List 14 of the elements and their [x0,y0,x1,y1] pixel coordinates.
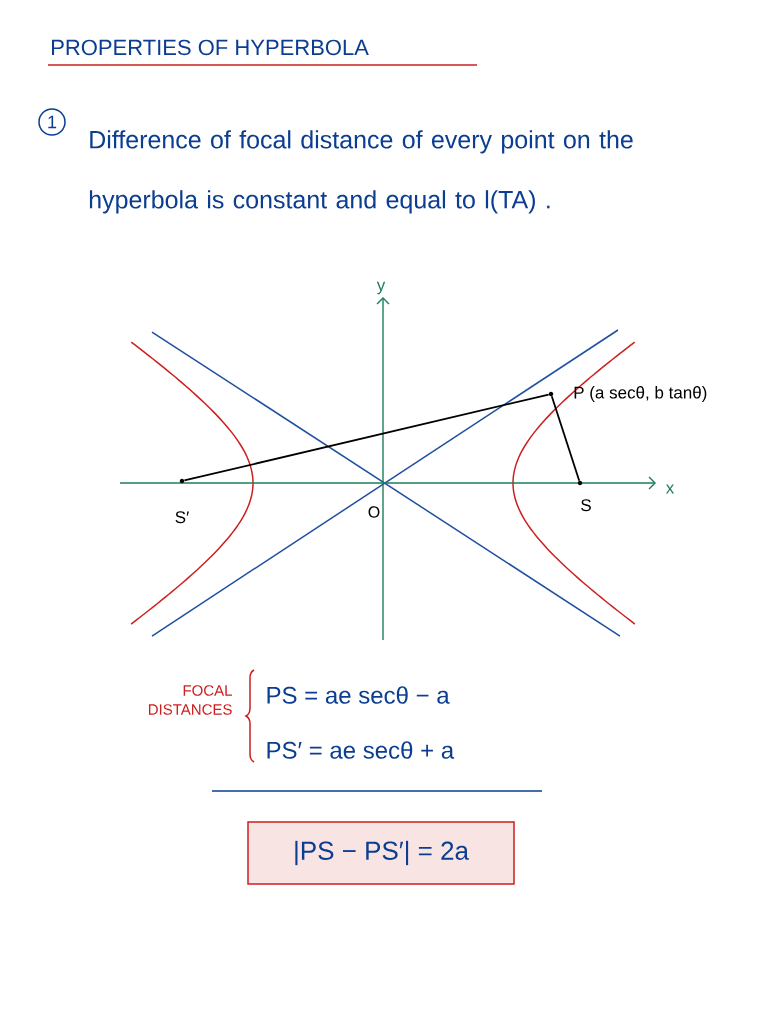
axis-label: y [376,281,386,295]
formula: PS = ae secθ − a [267,686,450,704]
title: PROPERTIES OF HYPERBOLA [52,39,369,56]
statement-text: Difference of focal distance of every point on the hyperbola is constant and equal to l(TA) . [89,130,633,214]
point-label: S′ [175,511,189,524]
result-box: |PS − PS′| = 2a [247,821,515,885]
point-label: P (a secθ, b tanθ) [574,386,707,402]
side-note: FOCAL DISTANCES [148,685,232,715]
origin-label: O [368,506,380,518]
line-segment [550,395,581,482]
axis-label: x [665,484,675,494]
point-label: S [581,499,591,512]
line-segment [183,393,550,482]
formula: PS′ = ae secθ + a [267,741,455,759]
